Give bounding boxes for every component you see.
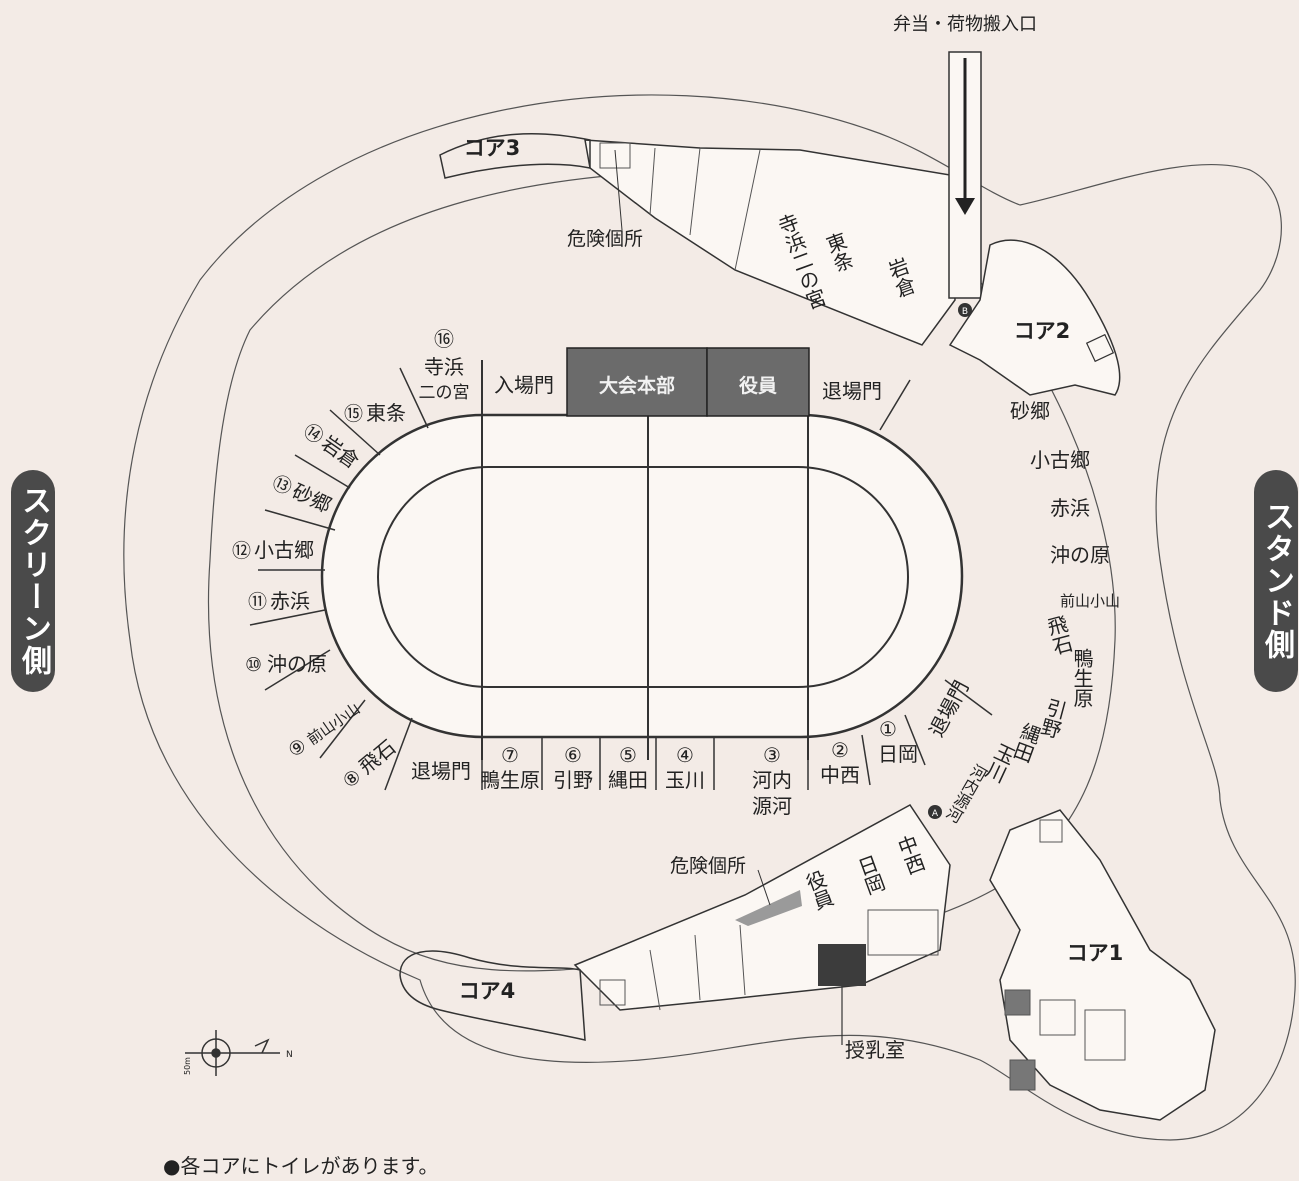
toilet-footnote: ●各コアにトイレがあります。: [163, 1154, 439, 1178]
section-5-name: 縄田: [608, 768, 648, 792]
section-7-name: 鴨生原: [480, 768, 540, 792]
exit-gate-label-bottom-right: 退場門: [924, 677, 973, 741]
compass-scale: 50m: [183, 1057, 192, 1075]
core2-label: コア2: [1014, 319, 1071, 343]
bottom-stand-details: [599, 909, 939, 1011]
right-stand-2: 小古郷: [1030, 448, 1090, 472]
right-stand-4: 沖の原: [1050, 543, 1110, 567]
section-12-num: ⑫: [232, 540, 251, 562]
staff-block: [706, 347, 810, 417]
compass-north: N: [286, 1050, 293, 1060]
marker-a-label: A: [932, 809, 939, 819]
danger-pointer-top: [614, 149, 623, 231]
core1-label: コア1: [1067, 941, 1124, 965]
section-3-num: ③: [763, 743, 781, 767]
screen-side-label: スクリーン側: [16, 485, 51, 677]
right-stand-10: 玉川: [980, 739, 1019, 785]
section-3-name2: 源河: [752, 794, 792, 818]
top-stand-details: [599, 142, 761, 271]
section-14-name: 岩倉: [317, 431, 364, 474]
marker-a: [928, 805, 942, 819]
marker-b: [958, 303, 972, 317]
staff-label: 役員: [739, 374, 777, 397]
exit-gate-label-bottom-left: 退場門: [411, 759, 471, 783]
core2-room: [1085, 333, 1115, 363]
right-stand-1: 砂郷: [1010, 399, 1050, 423]
core3-label: コア3: [464, 136, 521, 160]
bottom-section-ticks: [481, 679, 993, 790]
right-stand: 砂郷 小古郷 赤浜 沖の原 前山小山: [1010, 399, 1120, 610]
section-7-num: ⑦: [501, 743, 519, 767]
section-15-num: ⑮: [344, 403, 363, 425]
left-section-ticks: [249, 367, 429, 791]
section-11-num: ⑪: [248, 591, 267, 613]
exit-gate-tick-top: [879, 379, 911, 431]
section-10-num: ⑩: [245, 654, 262, 676]
section-3-name: 河内: [752, 768, 792, 792]
nursing-room: [818, 944, 866, 986]
section-6-num: ⑥: [564, 743, 582, 767]
section-5-num: ⑤: [619, 743, 637, 767]
marker-b-label: B: [962, 307, 968, 317]
section-6-name: 引野: [553, 768, 593, 792]
outer-boundary: [123, 94, 1296, 1141]
entrance-arrow: [948, 51, 982, 299]
stand-side-pill: スタンド側: [1254, 470, 1298, 692]
section-13-name: 砂郷: [289, 479, 335, 518]
hq-label: 大会本部: [599, 374, 675, 397]
core2-outline: [948, 239, 1121, 396]
right-stand-vertical: 飛石 鴨生原 引野 縄田 玉川 河内源河: [941, 613, 1094, 826]
section-4-num: ④: [676, 743, 694, 767]
core1-outline: [989, 809, 1216, 1121]
section-11-name: 赤浜: [270, 589, 310, 613]
section-15-name: 東条: [366, 401, 406, 425]
bottom-sections: ⑦ 鴨生原 ⑥ 引野 ⑤ 縄田 ④ 玉川 ③ 河内 源河 ② 中西 ① 日岡: [480, 717, 918, 818]
section-2-name: 中西: [820, 763, 860, 787]
section-12-name: 小古郷: [254, 538, 314, 562]
danger-pointer-bottom: [757, 869, 771, 906]
danger-label-top: 危険個所: [567, 228, 643, 250]
section-10-name: 沖の原: [267, 652, 327, 676]
section-8-name: 飛石: [354, 735, 400, 779]
hq-block: [566, 347, 708, 417]
right-stand-11: 河内源河: [941, 760, 989, 825]
right-stand-3: 赤浜: [1050, 496, 1090, 520]
core1-details: [1004, 819, 1126, 1091]
core4-outline: [399, 950, 586, 1041]
compass-icon: [185, 1030, 280, 1076]
danger-area-bottom: [735, 890, 802, 926]
entry-gate-label: 入場門: [494, 373, 554, 397]
top-stand-building: [584, 139, 956, 346]
screen-side-pill: スクリーン側: [11, 470, 55, 692]
section-16-num: ⑯: [434, 327, 454, 351]
section-1-name: 日岡: [878, 742, 918, 766]
right-stand-7: 鴨生原: [1070, 648, 1094, 708]
core4-label: コア4: [459, 979, 516, 1003]
right-stand-5: 前山小山: [1060, 592, 1120, 610]
section-16-name: 寺浜: [424, 355, 464, 379]
section-16-name2: 二の宮: [419, 383, 470, 403]
section-1-num: ①: [879, 717, 897, 741]
core3-outline: [439, 133, 591, 179]
exit-gate-label-top: 退場門: [822, 379, 882, 403]
stand-side-label: スタンド側: [1259, 501, 1294, 661]
nursing-room-label: 授乳室: [845, 1038, 905, 1062]
section-2-num: ②: [831, 738, 849, 762]
danger-label-bottom: 危険個所: [670, 855, 746, 877]
entrance-label: 弁当・荷物搬入口: [893, 14, 1037, 35]
track-inner: [377, 466, 909, 688]
section-4-name: 玉川: [665, 768, 705, 792]
